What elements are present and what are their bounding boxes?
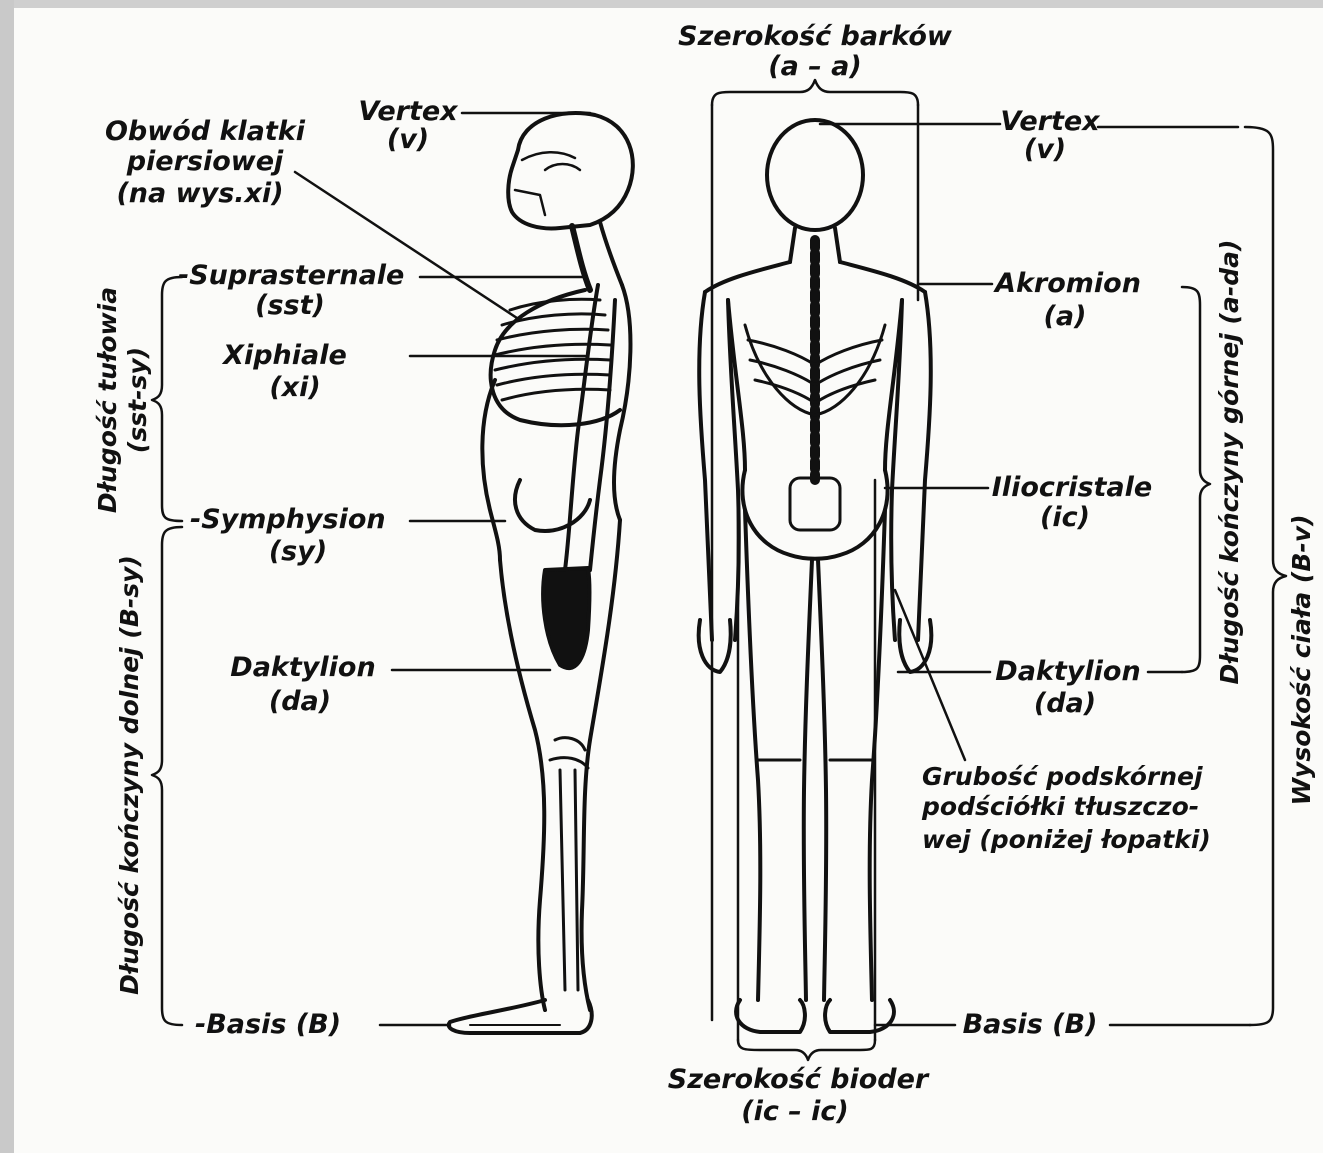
upper-limb-brace — [1182, 287, 1210, 672]
fat-leader — [895, 590, 965, 760]
trunk-length-brace — [152, 277, 182, 521]
akromion-code: (a) — [1044, 301, 1087, 332]
suprasternale-code: (sst) — [255, 290, 325, 321]
back-view-figure — [699, 120, 932, 1032]
lower-limb-label: Długość kończyny dolnej (B-sy) — [115, 555, 144, 995]
side-view-figure — [449, 113, 633, 1033]
shoulder-width-code: (a – a) — [768, 51, 861, 82]
chest-label-line3: (na wys.xi) — [116, 178, 283, 209]
trunk-length-label: Długość tułowia — [93, 287, 122, 513]
chest-label-line2: piersiowej — [126, 146, 284, 177]
hip-width-code: (ic – ic) — [741, 1096, 849, 1127]
xiphiale-code: (xi) — [269, 372, 320, 403]
symphysion-code: (sy) — [269, 536, 327, 567]
hip-width-label: Szerokość bioder — [668, 1064, 930, 1095]
upper-limb-label: Długość kończyny górnej (a-da) — [1215, 240, 1244, 685]
symphysion-label: -Symphysion — [190, 504, 386, 535]
suprasternale-label: -Suprasternale — [178, 260, 404, 291]
akromion-label: Akromion — [993, 268, 1141, 299]
iliocristale-code: (ic) — [1040, 502, 1090, 533]
iliocristale-label: Iliocristale — [992, 472, 1152, 503]
vertex-right-label: Vertex — [1000, 106, 1101, 137]
fat-label-line1: Grubość podskórnej — [922, 762, 1203, 791]
labels: Szerokość barków (a – a) Vertex (v) Obwó… — [93, 21, 1316, 1127]
fat-label-line2: podściółki tłuszczo- — [921, 792, 1199, 821]
vertex-left-label: Vertex — [358, 96, 459, 127]
fat-label-line3: wej (poniżej łopatki) — [922, 825, 1211, 854]
hip-width-brace — [738, 1040, 875, 1060]
shoulder-width-label: Szerokość barków — [678, 21, 953, 52]
trunk-length-code: (sst-sy) — [123, 347, 152, 453]
lower-limb-brace — [152, 527, 182, 1025]
xiphiale-label: Xiphiale — [221, 340, 347, 371]
basis-left-label: -Basis (B) — [195, 1009, 341, 1040]
daktylion-left-label: Daktylion — [230, 652, 375, 683]
basis-right-label: Basis (B) — [963, 1009, 1098, 1040]
daktylion-left-code: (da) — [269, 686, 331, 717]
chest-leader — [295, 172, 520, 320]
body-height-brace — [1245, 127, 1286, 1025]
body-height-label: Wysokość ciała (B-v) — [1287, 514, 1316, 805]
vertex-right-code: (v) — [1024, 134, 1066, 165]
shoulder-width-brace — [712, 80, 918, 105]
daktylion-right-code: (da) — [1034, 688, 1096, 719]
chest-label-line1: Obwód klatki — [105, 116, 306, 147]
measurement-lines — [152, 80, 1286, 1060]
daktylion-right-label: Daktylion — [995, 656, 1140, 687]
vertex-left-code: (v) — [387, 124, 429, 155]
